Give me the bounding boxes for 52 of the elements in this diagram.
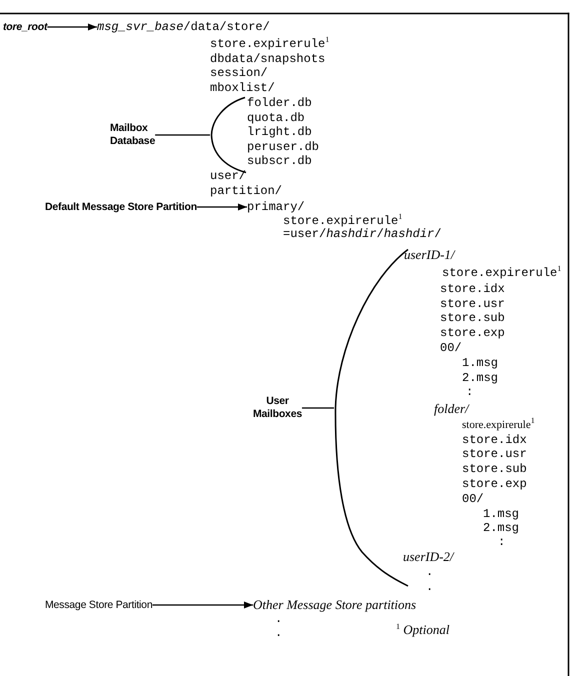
footnote: $^{1}$ Optional bbox=[396, 622, 450, 638]
ellipsis: . bbox=[275, 625, 282, 641]
callout-label: Message Store Partition bbox=[45, 597, 152, 613]
file-name: store.expirerule$^{1}$ bbox=[283, 213, 402, 228]
file-name: store.sub bbox=[462, 461, 527, 477]
file-name: store.idx bbox=[462, 432, 527, 448]
ellipsis: . bbox=[426, 579, 434, 595]
file-name: peruser.db bbox=[247, 139, 320, 155]
arrow bbox=[47, 24, 97, 30]
directory-name: userID-2/ bbox=[403, 549, 454, 565]
file-name: store.usr bbox=[462, 446, 527, 462]
leader-line bbox=[155, 134, 210, 136]
directory-name: mboxlist/ bbox=[210, 80, 275, 96]
ellipsis: : bbox=[466, 384, 474, 400]
arrow bbox=[152, 602, 253, 608]
directory-name: Other Message Store partitions bbox=[253, 597, 416, 613]
file-name: 1.msg bbox=[462, 355, 498, 371]
ellipsis: . bbox=[426, 564, 434, 580]
file-name: folder.db bbox=[247, 95, 312, 111]
callout-label: Default Message Store Partition bbox=[45, 199, 197, 215]
file-name: quota.db bbox=[247, 110, 305, 126]
file-name: store.exp bbox=[440, 325, 505, 341]
file-name: store.usr bbox=[440, 296, 505, 312]
file-name: 2.msg bbox=[483, 520, 520, 536]
directory-path: =user/hashdir/hashdir/ bbox=[283, 226, 442, 242]
directory-name: partition/ bbox=[210, 183, 282, 199]
file-name: store.expirerule$^{1}$ bbox=[442, 265, 562, 281]
variable-label: tore_root bbox=[3, 19, 48, 35]
file-name: store.expirerule$^{1}$ bbox=[210, 36, 330, 52]
arrow bbox=[196, 204, 247, 210]
directory-name: 00/ bbox=[440, 340, 462, 356]
callout-label: Mailbox Database bbox=[110, 122, 156, 148]
directory-path: msg_svr_base/data/store/ bbox=[97, 19, 270, 35]
file-name: store.idx bbox=[440, 281, 505, 297]
directory-name: userID-1/ bbox=[404, 247, 455, 263]
file-name: 2.msg bbox=[462, 370, 498, 386]
directory-name: primary/ bbox=[247, 199, 305, 215]
directory-name: session/ bbox=[210, 65, 268, 81]
directory-name: folder/ bbox=[434, 401, 469, 417]
file-name: lright.db bbox=[247, 124, 312, 140]
leader-line bbox=[302, 407, 334, 409]
directory-name: 00/ bbox=[462, 491, 484, 507]
file-name: subscr.db bbox=[247, 153, 312, 169]
ellipsis: : bbox=[498, 534, 506, 550]
file-name: store.sub bbox=[440, 310, 505, 326]
ellipsis: . bbox=[275, 611, 282, 627]
file-name: store.exp bbox=[462, 476, 527, 492]
callout-label: User Mailboxes bbox=[253, 395, 302, 421]
file-name: 1.msg bbox=[483, 506, 520, 522]
file-name: store.expirerule$^{1}$ bbox=[462, 417, 535, 433]
directory-name: user/ bbox=[210, 168, 246, 184]
directory-name: dbdata/snapshots bbox=[210, 51, 326, 67]
